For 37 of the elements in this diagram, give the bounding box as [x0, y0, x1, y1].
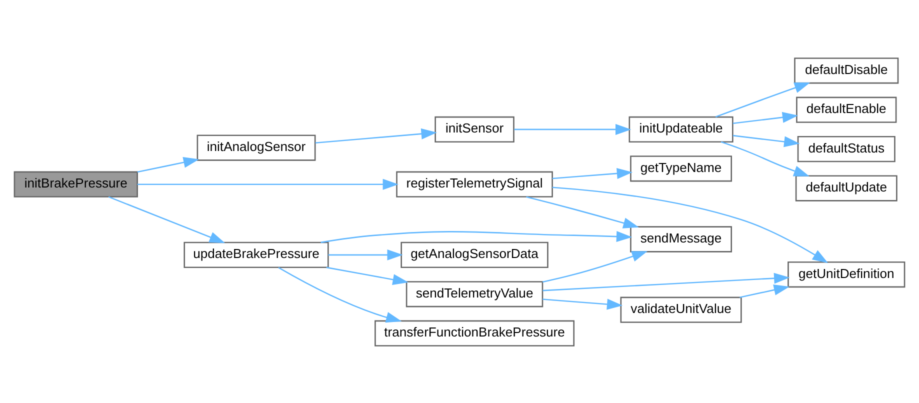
arrow: [278, 266, 402, 322]
arrow: [732, 134, 800, 147]
node-box: sendTelemetryValue: [406, 280, 544, 307]
arrow: [732, 111, 798, 124]
arrow: [320, 230, 632, 243]
node-box: registerTelemetrySignal: [396, 170, 553, 197]
node-box: initSensor: [434, 116, 514, 142]
arrow: [552, 168, 633, 179]
arrow: [328, 248, 403, 260]
arrow: [542, 298, 623, 310]
node-box: getTypeName: [630, 155, 732, 182]
arrow: [315, 128, 437, 143]
arrow: [542, 272, 790, 291]
node-box: defaultDisable: [794, 57, 899, 84]
arrow: [108, 196, 226, 243]
arrow: [542, 250, 648, 282]
arrow: [526, 196, 639, 228]
arrow: [514, 123, 632, 134]
arrow: [720, 140, 810, 176]
arrow: [326, 266, 408, 284]
node-box: defaultUpdate: [795, 174, 898, 201]
node-box: validateUnitValue: [620, 296, 742, 322]
arrow: [137, 178, 398, 190]
node-box: defaultEnable: [796, 96, 897, 122]
node-box: transferFunctionBrakePressure: [374, 320, 575, 346]
node-box: initBrakePressure: [14, 170, 138, 197]
node-box: getUnitDefinition: [788, 260, 906, 288]
arrow: [137, 156, 200, 172]
node-box: sendMessage: [630, 226, 732, 252]
node-box: initAnalogSensor: [196, 134, 316, 160]
node-box: getAnalogSensorData: [400, 241, 548, 268]
node-box: updateBrakePressure: [184, 241, 329, 268]
arrow: [715, 82, 810, 118]
arrow: [740, 284, 790, 298]
arrow: [552, 186, 828, 263]
node-box: initUpdateable: [628, 116, 734, 142]
node-box: defaultStatus: [797, 136, 896, 162]
